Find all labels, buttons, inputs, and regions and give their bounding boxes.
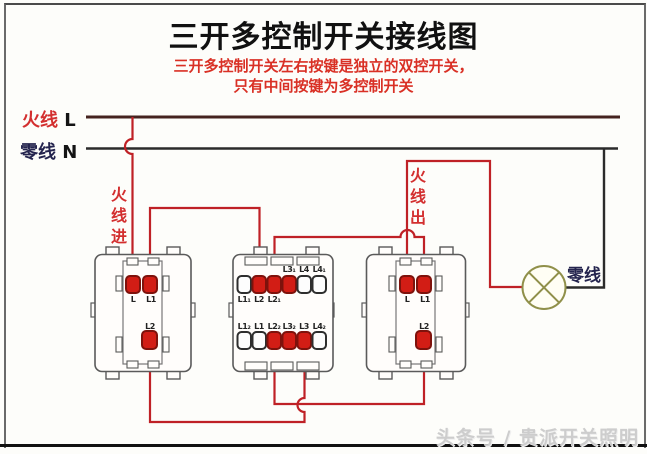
label-sw2-bottom-3: L2₂ xyxy=(267,322,281,331)
switch1-terminals xyxy=(125,275,158,350)
switch3-terminals xyxy=(399,275,432,350)
terminal-sw2-top-2 xyxy=(251,275,267,294)
terminal-sw2-bottom-1 xyxy=(236,331,252,350)
terminal-sw2-top-4 xyxy=(281,275,297,294)
wire-switch3-l-to-lamp xyxy=(405,159,523,289)
terminal-sw2-top-5 xyxy=(296,275,312,294)
label-sw2-top-4: L3₁ xyxy=(282,265,296,274)
switch3-body xyxy=(361,246,470,380)
label-sw1-l: L xyxy=(130,295,136,304)
terminal-sw1-l1 xyxy=(142,275,158,294)
terminal-sw1-l2 xyxy=(141,330,158,350)
terminal-sw2-bottom-6 xyxy=(311,331,327,350)
wire-switch1-l2-to-switch2-l3 xyxy=(148,349,306,424)
label-sw3-l: L xyxy=(404,295,410,304)
terminal-sw2-bottom-2 xyxy=(251,331,267,350)
terminal-sw3-l2 xyxy=(415,330,432,350)
terminal-sw2-top-6 xyxy=(311,275,327,294)
wire-live-feed-to-switch1 xyxy=(123,117,134,278)
watermark: 头条号 / 贵派开关照明 xyxy=(435,427,639,449)
subtitle-line-1: 三开多控制开关左右按键是独立的双控开关， xyxy=(173,57,474,75)
outer-frame xyxy=(4,3,646,448)
neutral-label-text: 零线 xyxy=(20,142,56,163)
page-title: 三开多控制开关接线图 xyxy=(168,20,479,55)
bottom-border xyxy=(0,444,647,447)
label-sw2-top-5: L4 xyxy=(299,265,309,274)
terminal-sw2-top-1 xyxy=(236,275,252,294)
subtitle-line-2: 只有中间按键为多控制开关 xyxy=(233,77,414,95)
live-label-text: 火线 xyxy=(22,110,58,131)
label-sw2-top-2: L2 xyxy=(254,295,264,304)
label-sw2-bottom-4: L3₂ xyxy=(282,322,296,331)
label-sw2-bottom-6: L4₂ xyxy=(312,322,326,331)
header: 三开多控制开关接线图 三开多控制开关左右按键是独立的双控开关， 只有中间按键为多… xyxy=(0,0,647,96)
label-sw1-l2: L2 xyxy=(145,322,155,331)
terminal-sw2-bottom-4 xyxy=(281,331,297,350)
label-sw2-top-1: L1₁ xyxy=(237,295,251,304)
switch2-terminals xyxy=(236,275,327,350)
switch1-body xyxy=(90,246,196,380)
label-sw3-l1: L1 xyxy=(420,295,430,304)
neutral-bus-label: 零线 N xyxy=(20,138,77,164)
live-in-label: 火线进 xyxy=(110,185,127,246)
lamp-symbol xyxy=(521,265,567,310)
label-sw2-bottom-2: L1 xyxy=(254,322,264,331)
live-letter: L xyxy=(64,110,76,131)
label-sw2-top-3: L2₁ xyxy=(267,295,281,304)
lamp-neutral-label: 零线 xyxy=(567,266,601,286)
label-sw2-top-6: L4₁ xyxy=(312,265,326,274)
terminal-sw2-bottom-3 xyxy=(266,331,282,350)
terminal-sw2-top-3 xyxy=(266,275,282,294)
lamp-cross-icon xyxy=(528,271,560,304)
neutral-bus-line xyxy=(86,147,618,289)
label-sw2-bottom-5: L3 xyxy=(299,322,309,331)
terminal-sw3-l xyxy=(399,275,415,294)
live-out-label: 火线出 xyxy=(409,166,426,227)
neutral-letter: N xyxy=(62,142,78,163)
terminal-sw3-l1 xyxy=(416,275,432,294)
terminal-sw1-l xyxy=(125,275,141,294)
label-sw1-l1: L1 xyxy=(146,295,156,304)
live-bus-label: 火线 L xyxy=(22,106,76,132)
label-sw2-bottom-1: L1₂ xyxy=(237,322,251,331)
wire-switch2-l2b-to-switch3-l2 xyxy=(273,349,426,406)
label-sw3-l2: L2 xyxy=(419,322,429,331)
wire-switch1-l1-to-switch2-l2 xyxy=(148,206,261,277)
terminal-sw2-bottom-5 xyxy=(296,331,312,350)
